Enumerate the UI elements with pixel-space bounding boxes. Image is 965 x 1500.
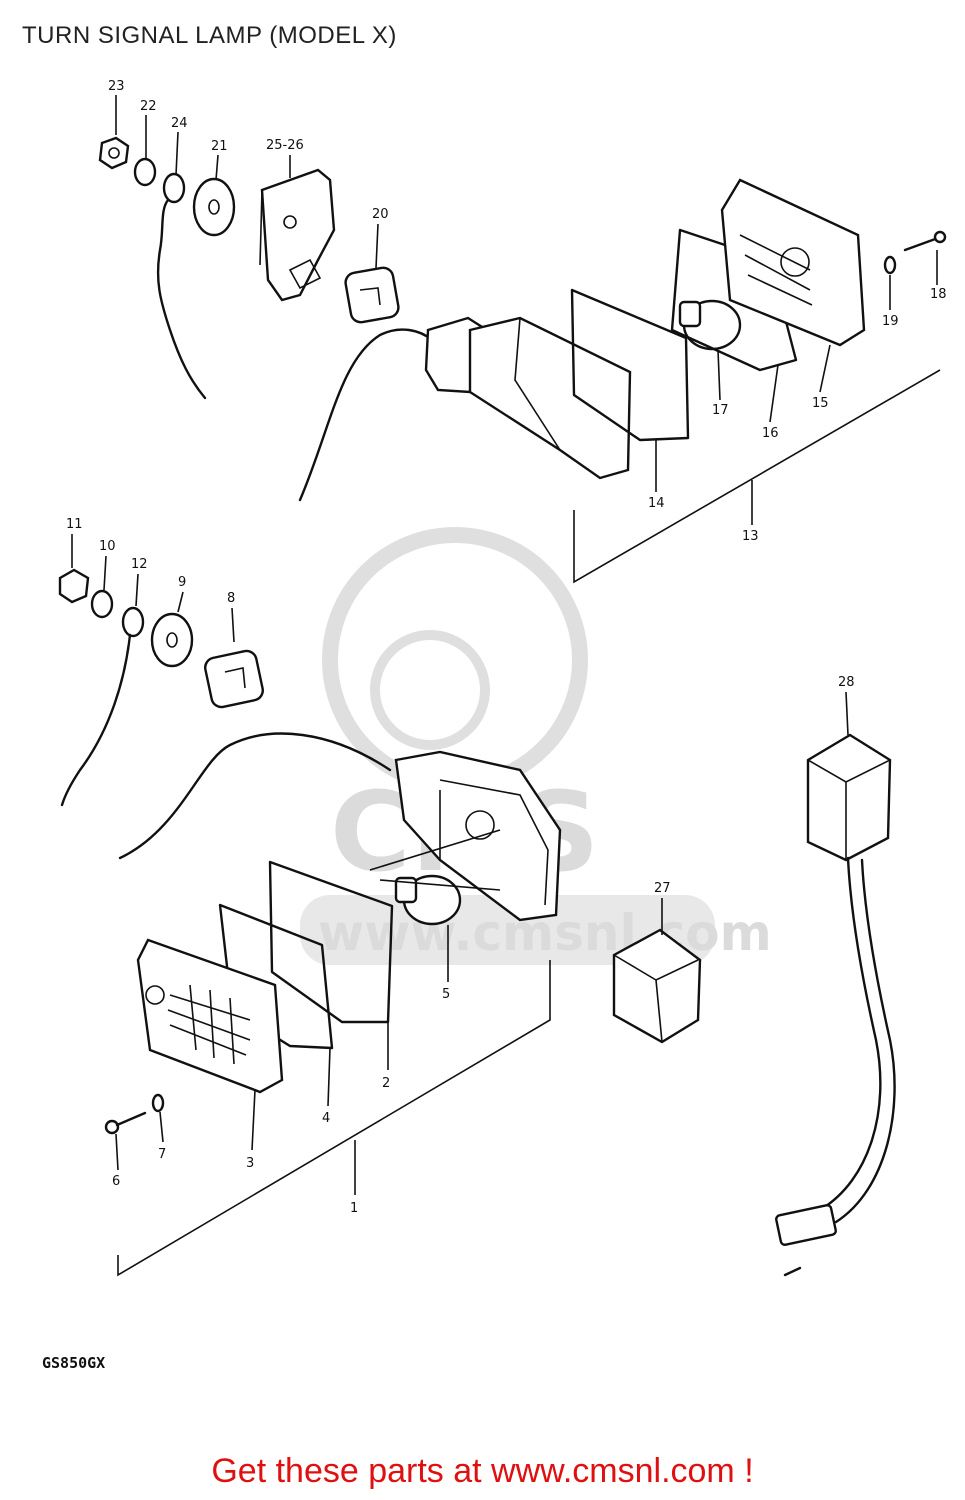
assembly-13-bracket xyxy=(573,369,941,584)
callout-13: 13 xyxy=(742,529,759,544)
callout-19: 19 xyxy=(882,314,899,329)
callout-17: 17 xyxy=(712,403,729,418)
callout-9: 9 xyxy=(178,575,186,590)
part-5-bulb-lower xyxy=(369,829,501,926)
part-12-ground-wire xyxy=(60,606,145,807)
part-17-bulb-upper xyxy=(678,299,742,351)
callout-20: 20 xyxy=(372,207,389,222)
part-7-washer xyxy=(151,1093,165,1113)
callout-25-26: 25-26 xyxy=(266,138,304,153)
part-24-ground-wire xyxy=(156,172,207,400)
callout-23: 23 xyxy=(108,79,125,94)
part-8-grommet xyxy=(204,649,264,709)
callout-12: 12 xyxy=(131,557,148,572)
part-9-washer xyxy=(150,612,194,668)
callout-7: 7 xyxy=(158,1147,166,1162)
callout-18: 18 xyxy=(930,287,947,302)
assembly-1-bracket xyxy=(117,960,551,1277)
part-14-gasket-upper xyxy=(570,288,690,442)
part-25-26-bracket xyxy=(259,168,336,302)
callout-28: 28 xyxy=(838,675,855,690)
part-13-turn-signal-housing-upper xyxy=(298,316,632,502)
callout-27: 27 xyxy=(654,881,671,896)
part-3-lens-lower xyxy=(136,938,284,1094)
footer-link[interactable]: Get these parts at www.cmsnl.com ! xyxy=(211,1452,754,1490)
callout-16: 16 xyxy=(762,426,779,441)
part-23-nut xyxy=(98,136,130,170)
callout-2: 2 xyxy=(382,1076,390,1091)
leader-lines xyxy=(71,95,938,1195)
part-18-screw xyxy=(903,230,947,252)
page-title: TURN SIGNAL LAMP (MODEL X) xyxy=(22,22,397,49)
callout-8: 8 xyxy=(227,591,235,606)
callout-24: 24 xyxy=(171,116,188,131)
callout-14: 14 xyxy=(648,496,665,511)
callout-labels: 23 22 24 21 25-26 20 18 19 15 17 16 14 1… xyxy=(66,79,947,1216)
part-28-flasher-relay xyxy=(775,733,896,1277)
model-code: GS850GX xyxy=(42,1354,106,1372)
part-11-nut xyxy=(58,568,90,604)
callout-22: 22 xyxy=(140,99,157,114)
callout-3: 3 xyxy=(246,1156,254,1171)
callout-6: 6 xyxy=(112,1174,120,1189)
part-2-gasket-lower xyxy=(268,860,394,1024)
part-15-lens-upper xyxy=(720,178,866,347)
callout-21: 21 xyxy=(211,139,228,154)
part-20-grommet xyxy=(344,266,400,324)
callout-1: 1 xyxy=(350,1201,358,1216)
part-10-washer xyxy=(90,589,114,619)
callout-10: 10 xyxy=(99,539,116,554)
callout-11: 11 xyxy=(66,517,83,532)
callout-5: 5 xyxy=(442,987,450,1002)
callout-15: 15 xyxy=(812,396,829,411)
part-27-relay xyxy=(612,928,702,1044)
callout-4: 4 xyxy=(322,1111,330,1126)
part-21-washer xyxy=(192,177,236,237)
part-22-washer xyxy=(133,157,157,187)
part-19-washer xyxy=(883,255,897,275)
part-6-screw xyxy=(104,1111,147,1135)
